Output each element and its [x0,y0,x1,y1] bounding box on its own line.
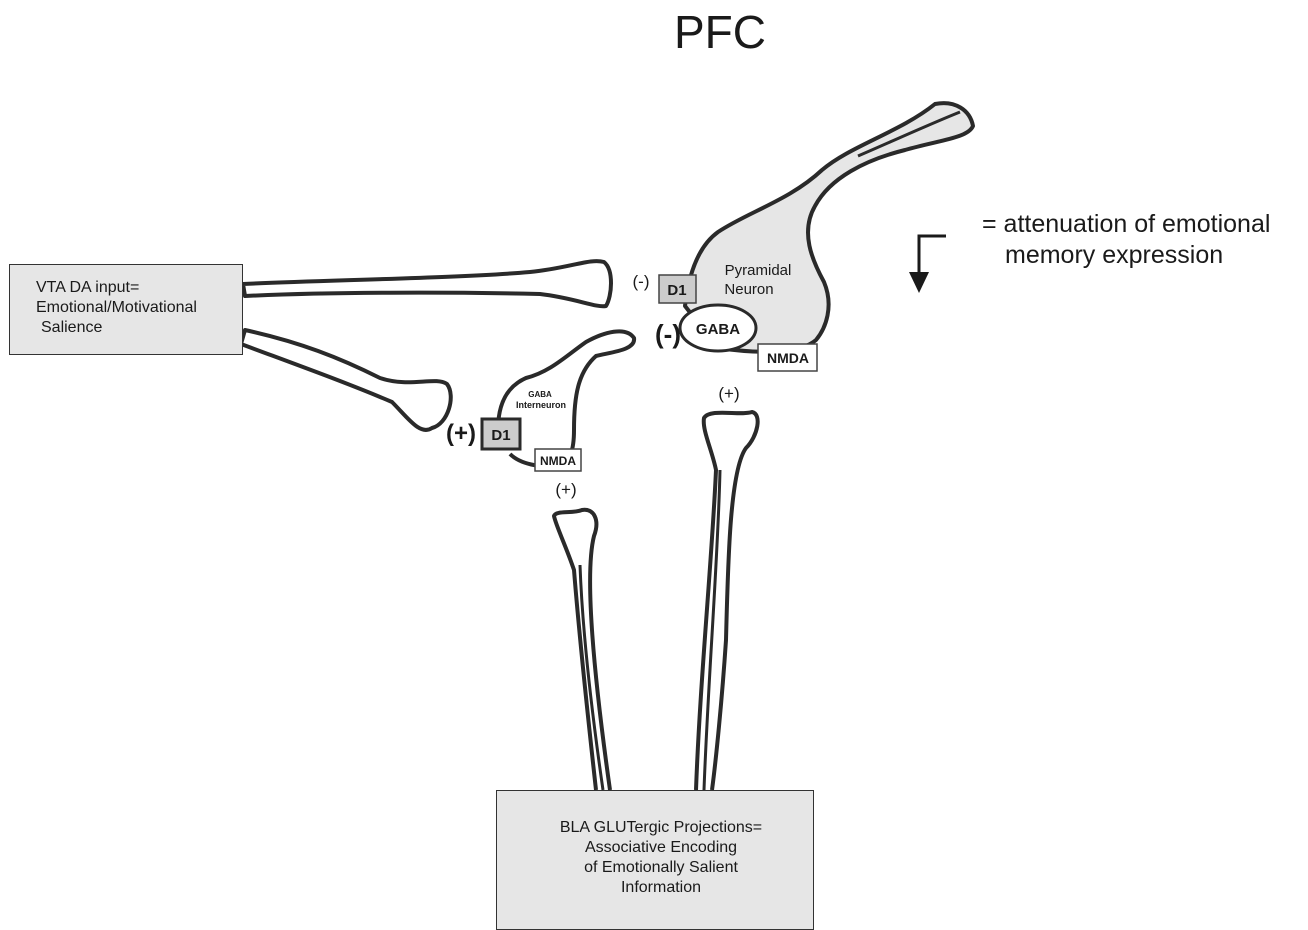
interneuron-label-line2: Interneuron [516,400,566,410]
bla-axon-to-interneuron [554,510,610,790]
pyramidal-nmda-sign: (+) [718,384,739,403]
vta-input-box: VTA DA input= Emotional/Motivational Sal… [9,264,243,355]
vta-axon-to-pyramidal [243,261,611,306]
interneuron-d1-label: D1 [491,427,510,444]
pyramidal-nmda-label: NMDA [767,350,809,366]
diagram-title: PFC [674,6,766,58]
legend-text-line1: = attenuation of emotional [982,210,1270,238]
bla-box-line2: Associative Encoding [497,838,825,858]
vta-box-line2: Emotional/Motivational [36,298,197,318]
legend-text-line2: memory expression [1005,241,1223,269]
bla-projections-box: BLA GLUTergic Projections= Associative E… [496,790,814,930]
bla-box-line1: BLA GLUTergic Projections= [497,818,825,838]
interneuron-nmda-sign: (+) [555,480,576,499]
vta-axon-to-interneuron [241,330,451,430]
bla-box-line3: of Emotionally Salient [497,858,825,878]
vta-box-line3: Salience [41,318,102,338]
interneuron-d1-sign: (+) [446,420,476,447]
pyramidal-d1-label: D1 [667,282,686,299]
pyramidal-label-line2: Neuron [724,281,773,298]
pyramidal-gaba-label: GABA [696,321,740,338]
pyramidal-label-line1: Pyramidal [725,262,792,279]
down-arrow-icon [909,236,946,293]
pyramidal-d1-sign: (-) [633,272,650,291]
pyramidal-gaba-sign: (-) [655,319,681,349]
vta-box-line1: VTA DA input= [36,278,139,298]
interneuron-label-line1: GABA [528,390,552,399]
bla-box-line4: Information [497,878,825,898]
interneuron-nmda-label: NMDA [540,454,576,468]
